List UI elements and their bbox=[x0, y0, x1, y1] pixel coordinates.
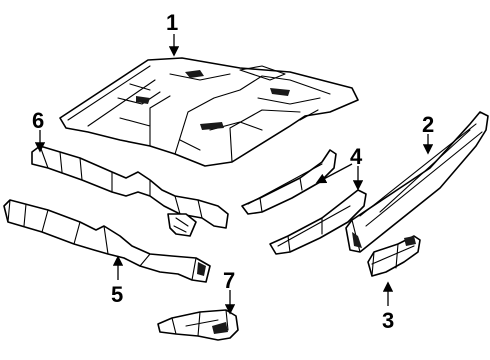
front-crossmember-part bbox=[31, 145, 229, 237]
floor-pan-part bbox=[59, 57, 359, 167]
callout-3: 3 bbox=[382, 308, 394, 333]
callout-2: 2 bbox=[422, 112, 434, 137]
callout-4: 4 bbox=[350, 144, 363, 169]
callout-7: 7 bbox=[223, 268, 235, 293]
rocker-panel-part bbox=[345, 111, 489, 253]
floor-bracket-part bbox=[157, 309, 239, 341]
callout-1: 1 bbox=[166, 10, 178, 35]
callout-5: 5 bbox=[111, 282, 123, 307]
leader-line-4a bbox=[315, 163, 353, 184]
rear-crossmember-part bbox=[3, 199, 211, 283]
leader-lines bbox=[34, 34, 434, 315]
rocker-reinforcement-part bbox=[367, 235, 421, 277]
floor-brace-upper-part bbox=[241, 149, 337, 215]
floor-brace-lower-part bbox=[269, 189, 367, 255]
callout-6: 6 bbox=[32, 108, 44, 133]
